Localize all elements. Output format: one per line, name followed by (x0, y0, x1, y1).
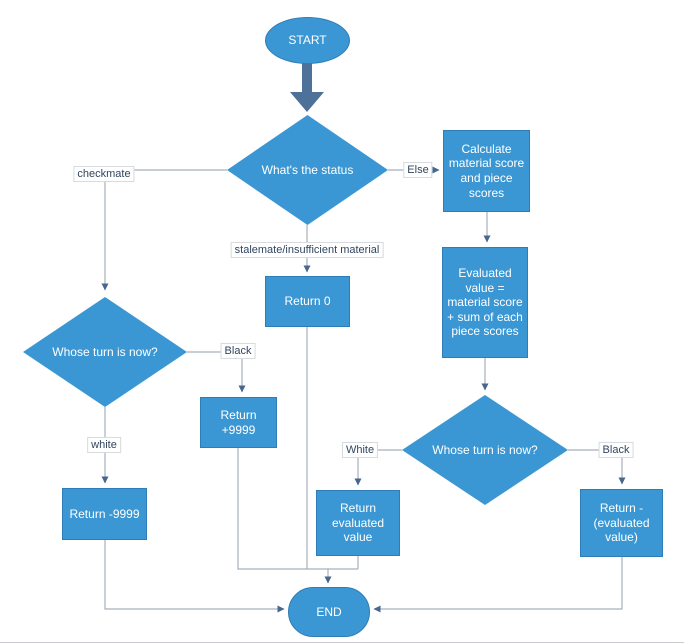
return-evaluated-node: Return evaluated value (316, 490, 400, 556)
return-evaluated-label: Return evaluated value (331, 501, 385, 545)
start-node: START (265, 17, 350, 64)
calculate-scores-node: Calculate material score and piece score… (443, 130, 530, 212)
end-node: END (288, 587, 370, 637)
status-label: What's the status (261, 162, 354, 177)
edge-status-to-turn-left (101, 169, 227, 291)
edge-label-else: Else (403, 161, 433, 179)
edge-minus9999-to-end (104, 540, 285, 613)
edge-label-checkmate: checkmate (73, 165, 135, 183)
edge-label-black-right: Black (598, 441, 634, 459)
end-label: END (316, 604, 342, 619)
edge-label-white-right: White (341, 441, 379, 459)
return-plus-9999-label: Return +9999 (220, 407, 257, 437)
return-plus-9999-node: Return +9999 (200, 397, 277, 448)
status-diamond: What's the status (227, 115, 388, 225)
edge-label-white-left: white (87, 436, 121, 454)
whose-turn-right-diamond: Whose turn is now? (402, 395, 568, 505)
return-neg-evaluated-node: Return -(evaluated value) (580, 489, 663, 557)
edge-neg-evaluated-to-end (373, 557, 623, 613)
edge-label-black-left: Black (220, 342, 256, 360)
edge-plus9999-to-bus (237, 448, 358, 570)
evaluated-value-node: Evaluated value = material score + sum o… (442, 247, 528, 358)
return-zero-label: Return 0 (284, 294, 331, 309)
evaluated-value-label: Evaluated value = material score + sum o… (447, 265, 523, 339)
calculate-scores-label: Calculate material score and piece score… (448, 141, 525, 200)
return-minus-9999-node: Return -9999 (62, 488, 147, 540)
start-label: START (288, 33, 327, 48)
edge-label-stalemate: stalemate/insufficient material (230, 241, 384, 259)
return-minus-9999-label: Return -9999 (69, 506, 140, 521)
whose-turn-left-diamond: Whose turn is now? (23, 297, 187, 407)
whose-turn-right-label: Whose turn is now? (432, 442, 538, 457)
return-zero-node: Return 0 (265, 276, 350, 327)
whose-turn-left-label: Whose turn is now? (52, 344, 158, 359)
page-bottom-rule (0, 642, 684, 643)
return-neg-evaluated-label: Return -(evaluated value) (593, 501, 650, 545)
start-to-status-thick-arrow (290, 63, 324, 112)
